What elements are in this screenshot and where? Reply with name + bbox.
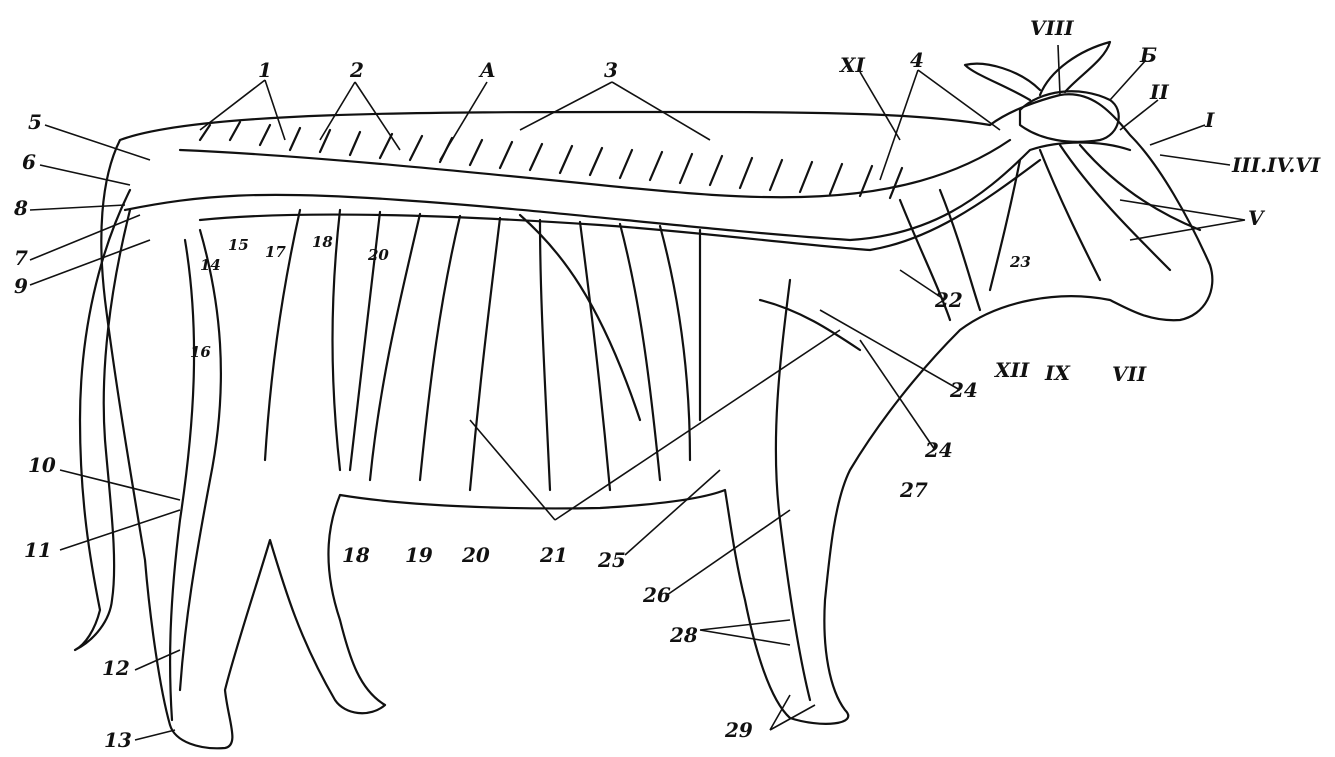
leader-5	[45, 125, 150, 160]
label-I: I	[1205, 110, 1214, 130]
leader-I	[1150, 125, 1205, 145]
label-18-upper: 18	[312, 235, 333, 250]
leader-III	[1160, 155, 1230, 165]
leader-9	[30, 240, 150, 285]
label-28: 28	[670, 625, 698, 645]
leader-24a	[820, 310, 960, 390]
leader-4	[880, 70, 1000, 180]
leader-II	[1120, 100, 1158, 130]
label-VII: VII	[1112, 364, 1146, 384]
trunk-nerves	[265, 210, 700, 490]
hind-leg-nerve	[180, 230, 221, 690]
label-XII: XII	[995, 360, 1029, 380]
label-2: 2	[350, 60, 364, 80]
ear	[965, 64, 1040, 100]
fore-leg-nerve	[776, 280, 810, 700]
label-19: 19	[405, 545, 433, 565]
label-21: 21	[540, 545, 568, 565]
label-B: Б	[1140, 45, 1157, 65]
leader-11	[60, 510, 180, 550]
leader-25	[625, 470, 720, 555]
label-29: 29	[725, 720, 753, 740]
label-II: II	[1150, 82, 1169, 102]
intercostal-nerve	[520, 215, 640, 420]
leader-XI	[860, 72, 900, 140]
label-25: 25	[598, 550, 626, 570]
leader-13	[135, 730, 175, 740]
label-20-upper: 20	[368, 248, 389, 263]
label-26: 26	[643, 585, 671, 605]
label-V: V	[1248, 208, 1264, 228]
label-11: 11	[24, 540, 52, 560]
label-23: 23	[1010, 255, 1031, 270]
leader-1	[200, 80, 285, 140]
leader-VIII	[1058, 45, 1060, 95]
label-III-IV-VI: III.IV.VI	[1232, 155, 1320, 175]
leader-A	[440, 82, 487, 160]
label-14: 14	[200, 258, 221, 273]
horn	[1040, 42, 1110, 95]
leader-28	[700, 620, 790, 645]
label-XI: XI	[840, 55, 865, 75]
label-16: 16	[190, 345, 211, 360]
sympathetic-trunk	[180, 140, 1010, 197]
label-6: 6	[22, 152, 36, 172]
sciatic-nerve	[170, 240, 194, 720]
label-20-lower: 20	[462, 545, 490, 565]
label-9: 9	[14, 276, 28, 296]
label-1: 1	[258, 60, 272, 80]
label-24-upper: 24	[950, 380, 978, 400]
label-7: 7	[14, 248, 28, 268]
label-24-lower: 24	[925, 440, 953, 460]
label-18-lower: 18	[342, 545, 370, 565]
label-17: 17	[265, 245, 286, 260]
label-27: 27	[900, 480, 928, 500]
label-4: 4	[910, 50, 924, 70]
label-22: 22	[935, 290, 963, 310]
label-8: 8	[14, 198, 28, 218]
label-A: A	[480, 60, 496, 80]
leader-26	[667, 510, 790, 595]
label-13: 13	[104, 730, 132, 750]
leader-V	[1120, 200, 1245, 240]
label-VIII: VIII	[1030, 18, 1074, 38]
leader-8	[30, 205, 125, 210]
brain	[1020, 91, 1119, 142]
label-15: 15	[228, 238, 249, 253]
label-3: 3	[604, 60, 618, 80]
leader-6	[40, 165, 130, 185]
leader-10	[60, 470, 180, 500]
label-IX: IX	[1045, 363, 1070, 383]
label-10: 10	[28, 455, 56, 475]
label-12: 12	[102, 658, 130, 678]
dorsal-nerves	[200, 122, 902, 198]
label-5: 5	[28, 112, 42, 132]
leader-24b	[860, 340, 935, 450]
